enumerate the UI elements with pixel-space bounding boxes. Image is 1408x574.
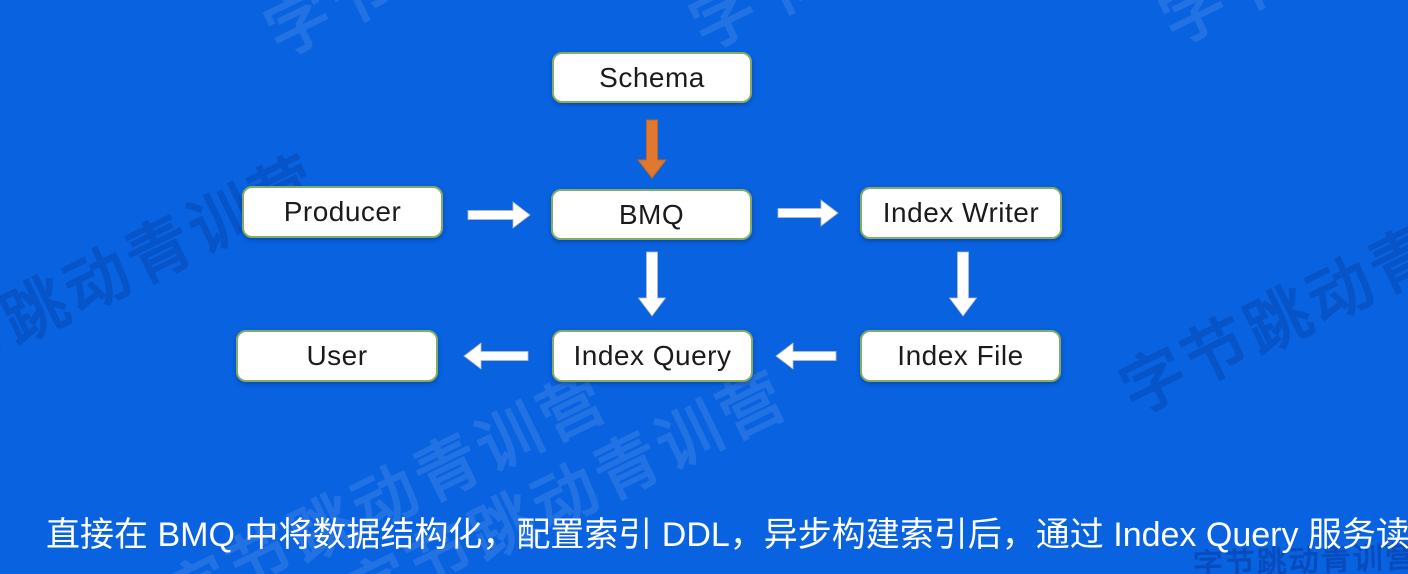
arrow-index-query-to-user-icon: [463, 342, 529, 370]
node-bmq: BMQ: [551, 189, 752, 240]
arrow-index-writer-to-index-file-icon: [948, 251, 978, 317]
arrow-bmq-to-index-writer-icon: [777, 199, 839, 227]
arrow-bmq-to-index-query-icon: [637, 251, 667, 317]
arrow-index-file-to-index-query-icon: [775, 342, 837, 370]
node-user: User: [236, 330, 438, 382]
node-producer: Producer: [242, 186, 443, 238]
arrow-schema-to-bmq-icon: [636, 119, 668, 179]
node-index-writer: Index Writer: [860, 187, 1062, 239]
arrow-producer-to-bmq-icon: [467, 201, 531, 229]
node-index-query: Index Query: [552, 330, 753, 382]
node-schema: Schema: [552, 52, 752, 103]
caption-text: 直接在 BMQ 中将数据结构化，配置索引 DDL，异步构建索引后，通过 Inde…: [46, 516, 1408, 554]
node-index-file: Index File: [860, 330, 1061, 382]
